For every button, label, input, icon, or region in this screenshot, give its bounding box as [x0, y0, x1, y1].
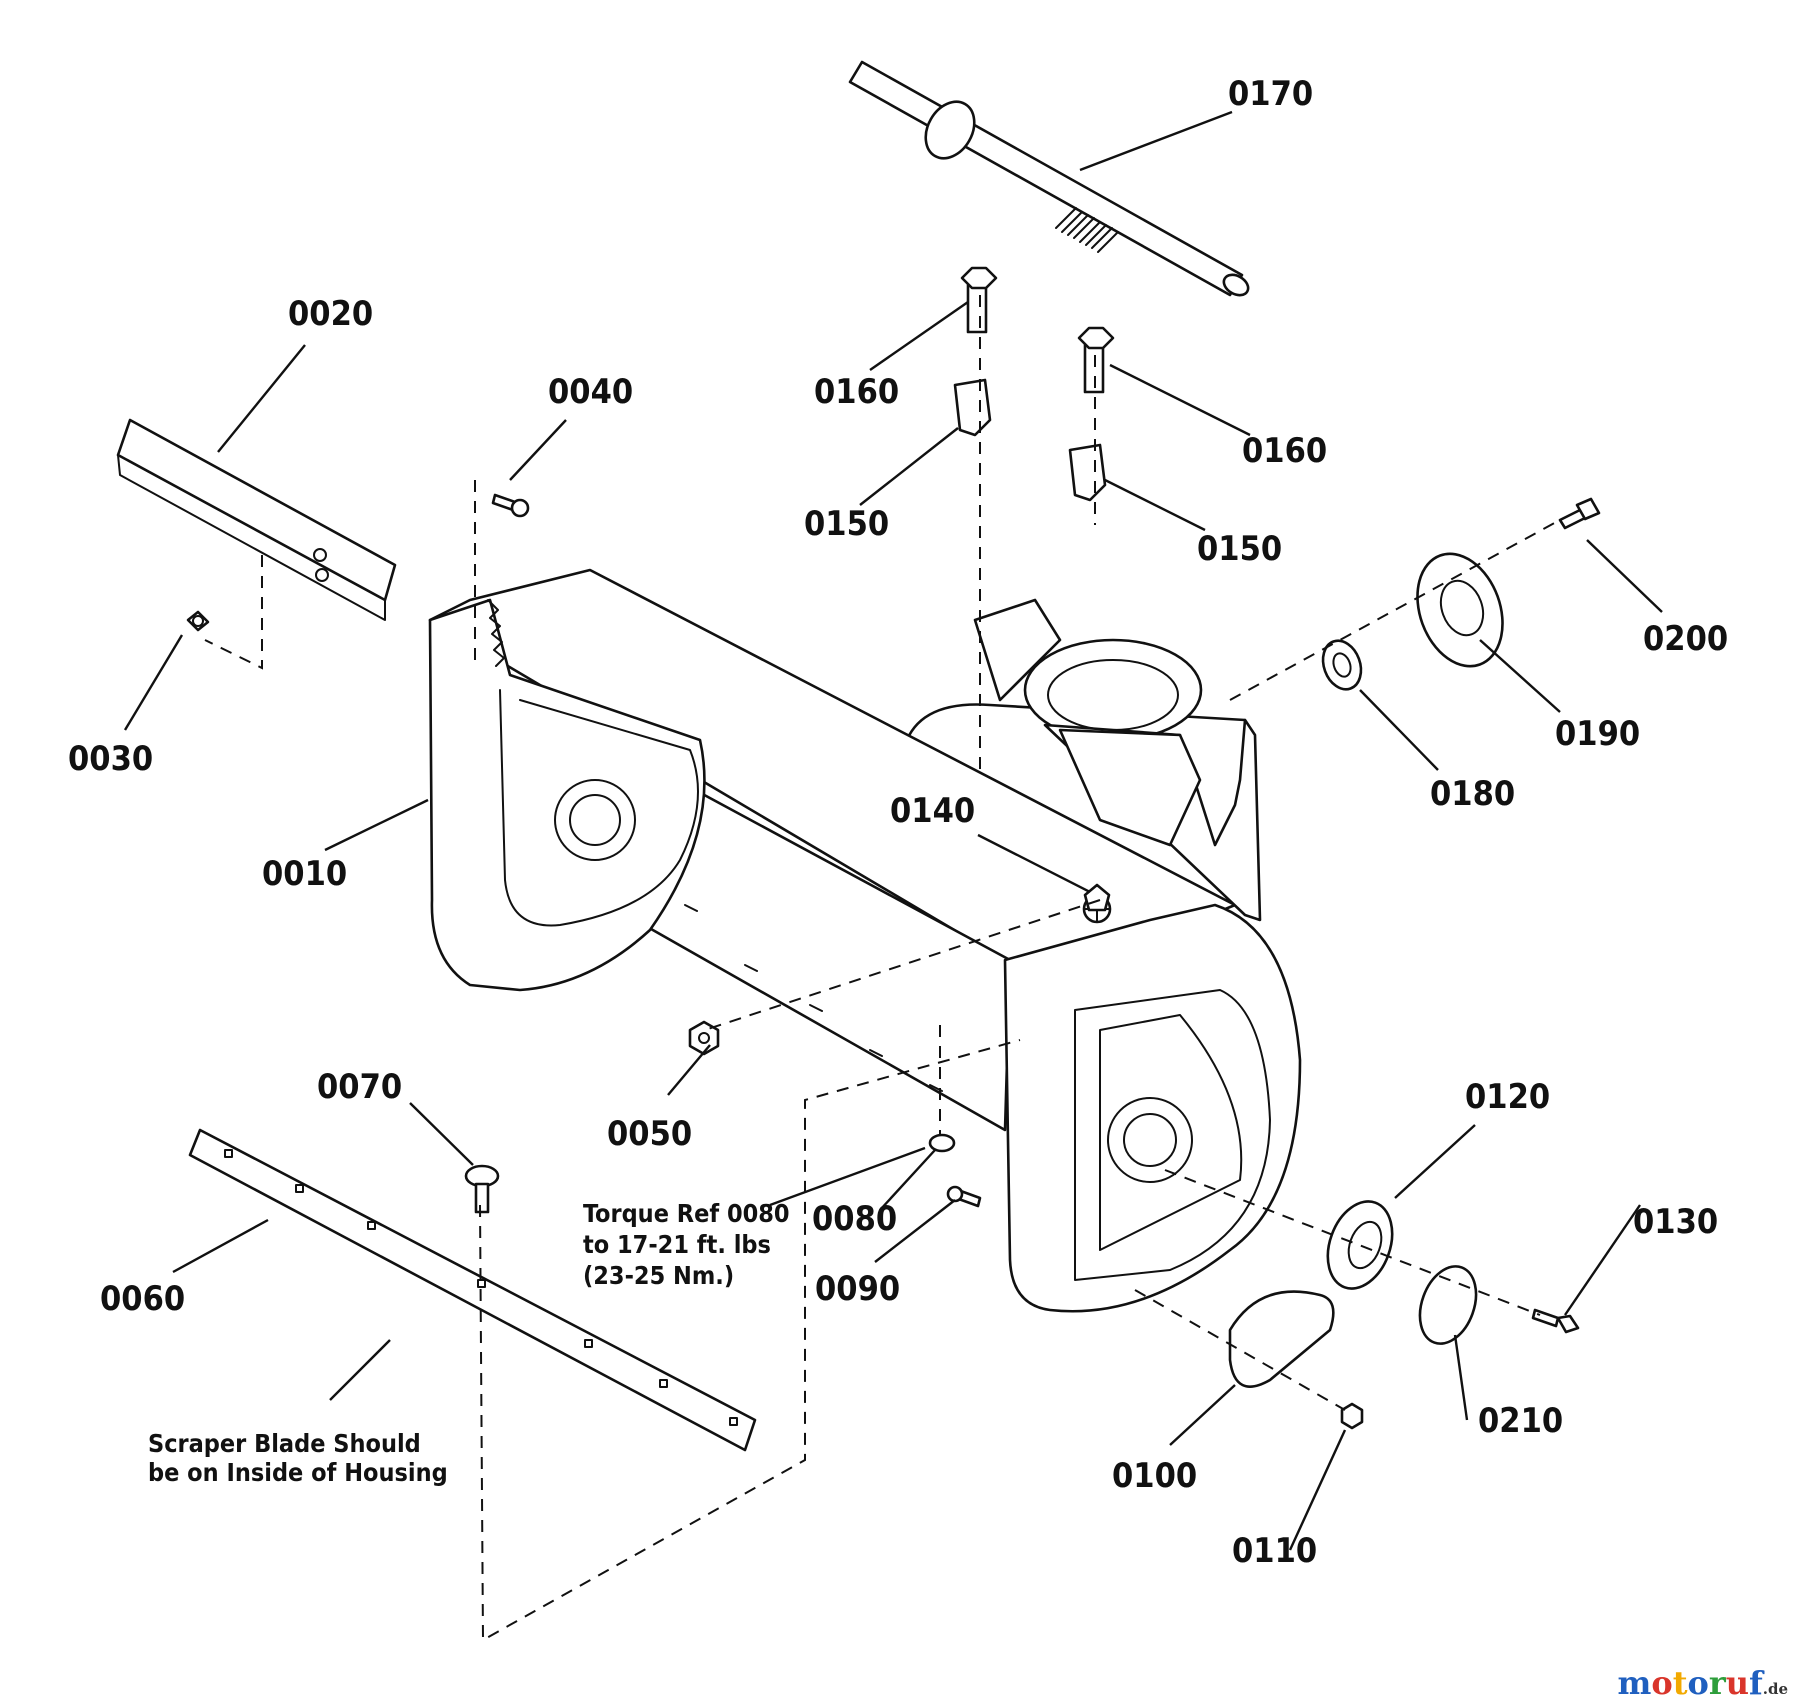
watermark-text: motoruf	[1618, 1664, 1763, 1702]
torque-note-line-2: to 17-21 ft. lbs	[583, 1230, 771, 1259]
scraper-note-line-2: be on Inside of Housing	[148, 1458, 448, 1487]
label-0170: 0170	[1228, 74, 1313, 114]
watermark-letter: o	[1651, 1664, 1673, 1702]
watermark-letter: r	[1708, 1664, 1726, 1702]
scraper-note-line-1: Scraper Blade Should	[148, 1429, 421, 1458]
label-0190: 0190	[1555, 714, 1640, 754]
assembly-lines	[204, 295, 1561, 1642]
part-labels: 0010 0020 0030 0040 0050 0060 0070 0080 …	[68, 74, 1728, 1571]
watermark-letter: m	[1617, 1664, 1652, 1702]
label-0160-a: 0160	[814, 372, 899, 412]
bar-0020-drawing	[116, 418, 397, 621]
scraper-note: Scraper Blade Should be on Inside of Hou…	[148, 1429, 448, 1487]
label-0090: 0090	[815, 1269, 900, 1309]
watermark-letter: f	[1748, 1664, 1763, 1702]
label-0030: 0030	[68, 739, 153, 779]
label-0110: 0110	[1232, 1531, 1317, 1571]
label-0130: 0130	[1633, 1202, 1718, 1242]
label-0180: 0180	[1430, 774, 1515, 814]
watermark-letter: o	[1687, 1664, 1709, 1702]
label-0080: 0080	[812, 1199, 897, 1239]
label-0100: 0100	[1112, 1456, 1197, 1496]
label-0200: 0200	[1643, 619, 1728, 659]
fasteners-drawing	[186, 266, 1601, 1430]
shaft-0170-drawing	[848, 60, 1250, 297]
torque-note-line-3: (23-25 Nm.)	[583, 1261, 734, 1290]
label-0020: 0020	[288, 294, 373, 334]
leader-lines	[123, 110, 1663, 1551]
torque-note-line-1: Torque Ref 0080	[583, 1199, 790, 1228]
watermark-suffix: .de	[1762, 1680, 1788, 1698]
label-0160-b: 0160	[1242, 431, 1327, 471]
scraper-blade-0060-drawing	[188, 1128, 757, 1452]
label-0140: 0140	[890, 791, 975, 831]
label-0210: 0210	[1478, 1401, 1563, 1441]
watermark-letter: u	[1725, 1664, 1749, 1702]
watermark-letter: t	[1672, 1664, 1688, 1702]
label-0150-a: 0150	[804, 504, 889, 544]
label-0010: 0010	[262, 854, 347, 894]
label-0150-b: 0150	[1197, 529, 1282, 569]
label-0040: 0040	[548, 372, 633, 412]
torque-note: Torque Ref 0080 to 17-21 ft. lbs (23-25 …	[583, 1199, 790, 1290]
label-0070: 0070	[317, 1067, 402, 1107]
label-0060: 0060	[100, 1279, 185, 1319]
label-0120: 0120	[1465, 1077, 1550, 1117]
label-0050: 0050	[607, 1114, 692, 1154]
watermark-logo: motoruf.de	[1618, 1664, 1788, 1702]
